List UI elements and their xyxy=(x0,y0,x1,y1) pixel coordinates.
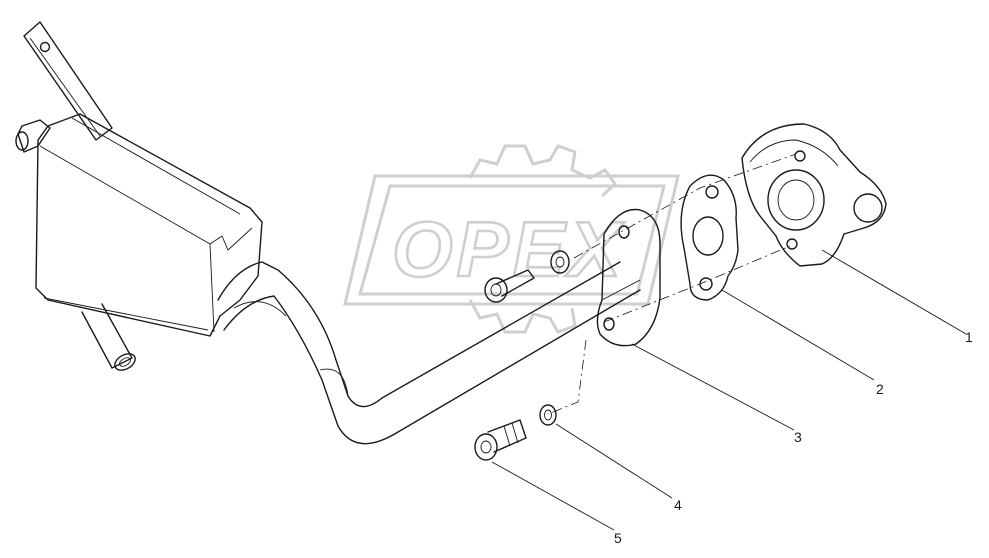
leader-1 xyxy=(821,249,967,335)
assembly-lines xyxy=(547,153,797,415)
drain-pipe xyxy=(81,303,136,371)
leader-2 xyxy=(721,289,875,381)
pipe-with-flange xyxy=(217,208,661,445)
silencer-body xyxy=(15,113,263,337)
leader-4 xyxy=(555,423,673,499)
callout-labels: 1 2 3 4 5 xyxy=(614,329,973,546)
washer xyxy=(539,404,557,426)
watermark-gear xyxy=(468,144,617,198)
watermark-gear-bottom xyxy=(468,299,577,334)
watermark-frame-outer xyxy=(343,174,680,306)
leader-5 xyxy=(491,461,615,531)
mounting-bracket xyxy=(23,21,113,141)
upper-bolt xyxy=(484,269,535,303)
flange-housing xyxy=(741,123,887,267)
callout-3: 3 xyxy=(794,429,802,445)
opex-watermark: OPEX xyxy=(343,144,680,334)
callout-2: 2 xyxy=(876,381,884,397)
leader-lines xyxy=(491,249,967,531)
leader-3 xyxy=(631,343,795,431)
upper-washer xyxy=(550,250,570,274)
gasket xyxy=(680,174,739,301)
callout-4: 4 xyxy=(674,497,682,513)
callout-5: 5 xyxy=(614,530,622,546)
watermark-frame-inner xyxy=(358,184,666,296)
callout-1: 1 xyxy=(965,329,973,345)
bolt xyxy=(474,419,527,461)
